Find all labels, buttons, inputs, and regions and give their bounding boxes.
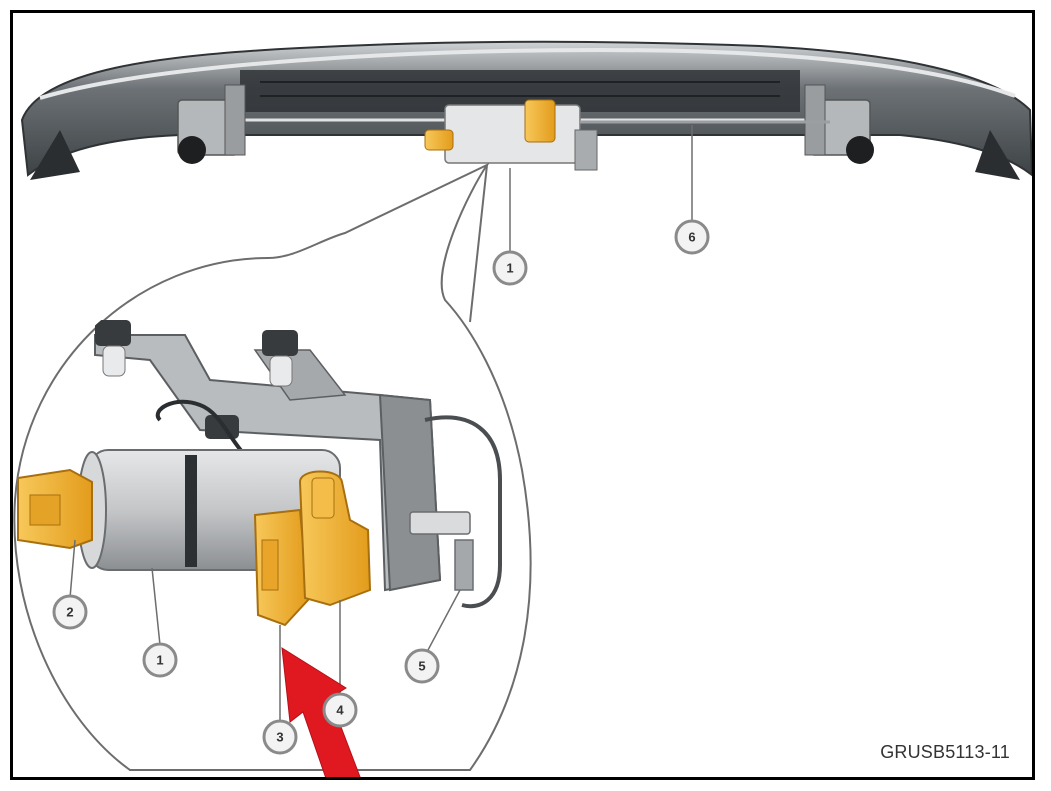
callout-label: 1 [506, 261, 513, 276]
valve-3 [253, 508, 310, 627]
callout-label: 4 [336, 703, 344, 718]
callout-5: 5 [404, 648, 440, 684]
pressure-line [424, 415, 502, 609]
figure-frame: 1 6 2 1 5 4 3 GRUSB5113-11 [10, 10, 1035, 780]
callout-label: 2 [66, 605, 73, 620]
callout-label: 3 [276, 730, 283, 745]
bumper-mount-left [177, 84, 246, 164]
callout-1-detail: 1 [142, 642, 178, 678]
callout-1-top: 1 [492, 250, 528, 286]
leader-line-bubble [469, 164, 488, 323]
detail-view [17, 320, 502, 627]
callout-label: 5 [418, 659, 425, 674]
pump-assembly-small [424, 99, 598, 171]
callout-6: 6 [674, 219, 710, 255]
diagram-illustration: 1 6 2 1 5 4 3 [13, 40, 1032, 777]
mounting-bracket [94, 334, 442, 592]
leader-lines [69, 125, 693, 720]
callout-2: 2 [52, 594, 88, 630]
figure-code: GRUSB5113-11 [880, 742, 1010, 762]
callout-label: 1 [156, 653, 163, 668]
rubber-mounts [95, 320, 298, 439]
arrow-icon [281, 647, 361, 777]
air-filter-2 [17, 468, 93, 550]
callout-label: 6 [688, 230, 695, 245]
valve-4 [298, 470, 372, 607]
callout-4: 4 [322, 692, 358, 728]
bumper-mount-right [804, 84, 874, 164]
callout-3: 3 [262, 719, 298, 755]
pressure-sensor-5 [409, 511, 474, 591]
